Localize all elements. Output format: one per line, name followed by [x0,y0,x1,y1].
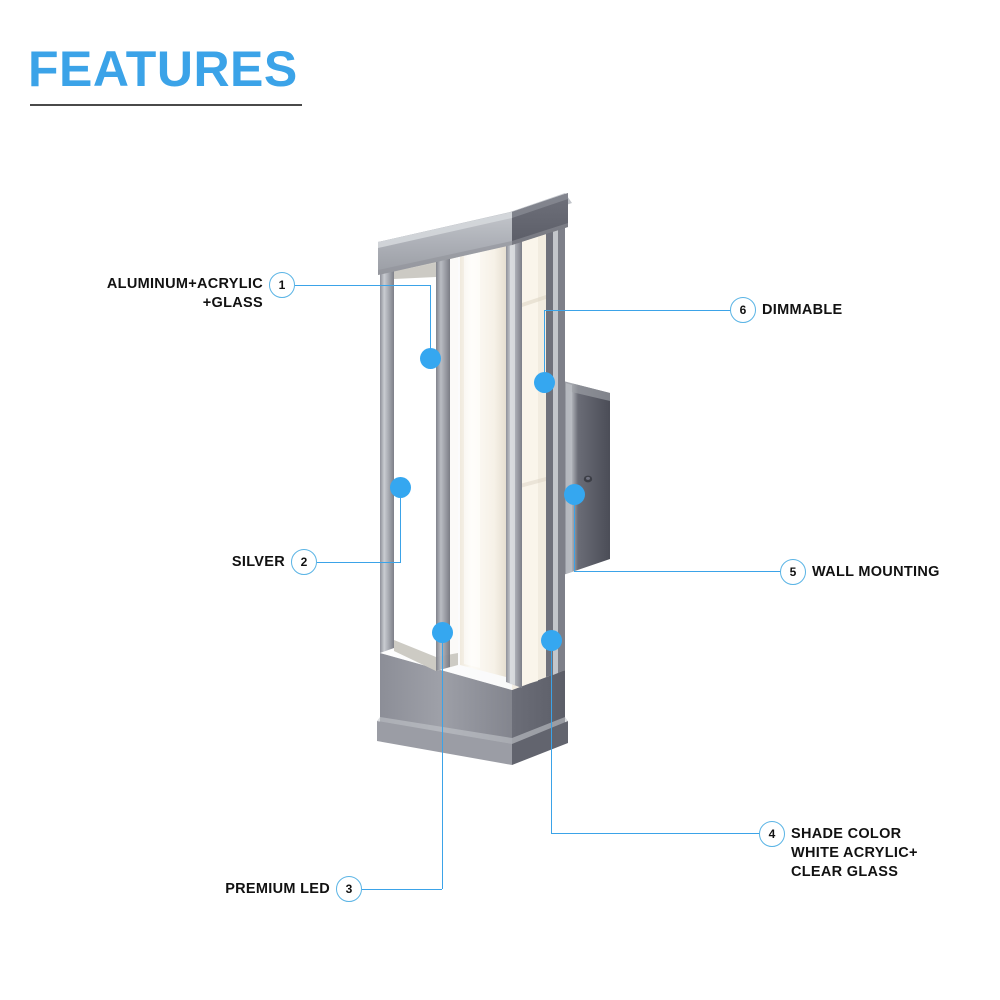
callout-marker-1[interactable]: 1 [269,272,295,298]
leader-4-h [550,832,760,834]
callout-dot-6[interactable] [534,372,555,393]
callout-dot-3[interactable] [432,622,453,643]
wall-mount-bracket [563,381,610,575]
leader-1-h [295,284,431,286]
leader-6-v [543,309,545,383]
leader-3-h [362,888,442,890]
leader-4-v [550,640,552,833]
callout-marker-5[interactable]: 5 [780,559,806,585]
page-title: FEATURES [28,41,298,97]
callout-label-2: SILVER [231,554,285,570]
side-glass-ribs [546,195,565,677]
callout-label-5: WALL MOUNTING [812,564,940,580]
callout-label-3: PREMIUM LED [225,881,330,897]
leader-2-v [399,488,401,562]
callout-label-1: ALUMINUM+ACRYLIC +GLASS [106,276,263,312]
leader-6-h [544,309,731,311]
callout-dot-4[interactable] [541,630,562,651]
leader-1-v [429,284,431,359]
callout-dot-1[interactable] [420,348,441,369]
leader-5-v [573,494,575,571]
acrylic-diffuser-front [460,235,506,677]
callout-label-4: SHADE COLOR WHITE ACRYLIC+ CLEAR GLASS [791,826,918,881]
callout-dot-5[interactable] [564,484,585,505]
leader-2-h [317,561,401,563]
callout-dot-2[interactable] [390,477,411,498]
leader-3-v [441,632,443,889]
leader-5-h [573,570,781,572]
callout-marker-2[interactable]: 2 [291,549,317,575]
callout-marker-6[interactable]: 6 [730,297,756,323]
callout-marker-4[interactable]: 4 [759,821,785,847]
callout-label-6: DIMMABLE [762,302,843,318]
top-cap [378,193,572,275]
title-underline [30,104,302,106]
callout-marker-3[interactable]: 3 [336,876,362,902]
